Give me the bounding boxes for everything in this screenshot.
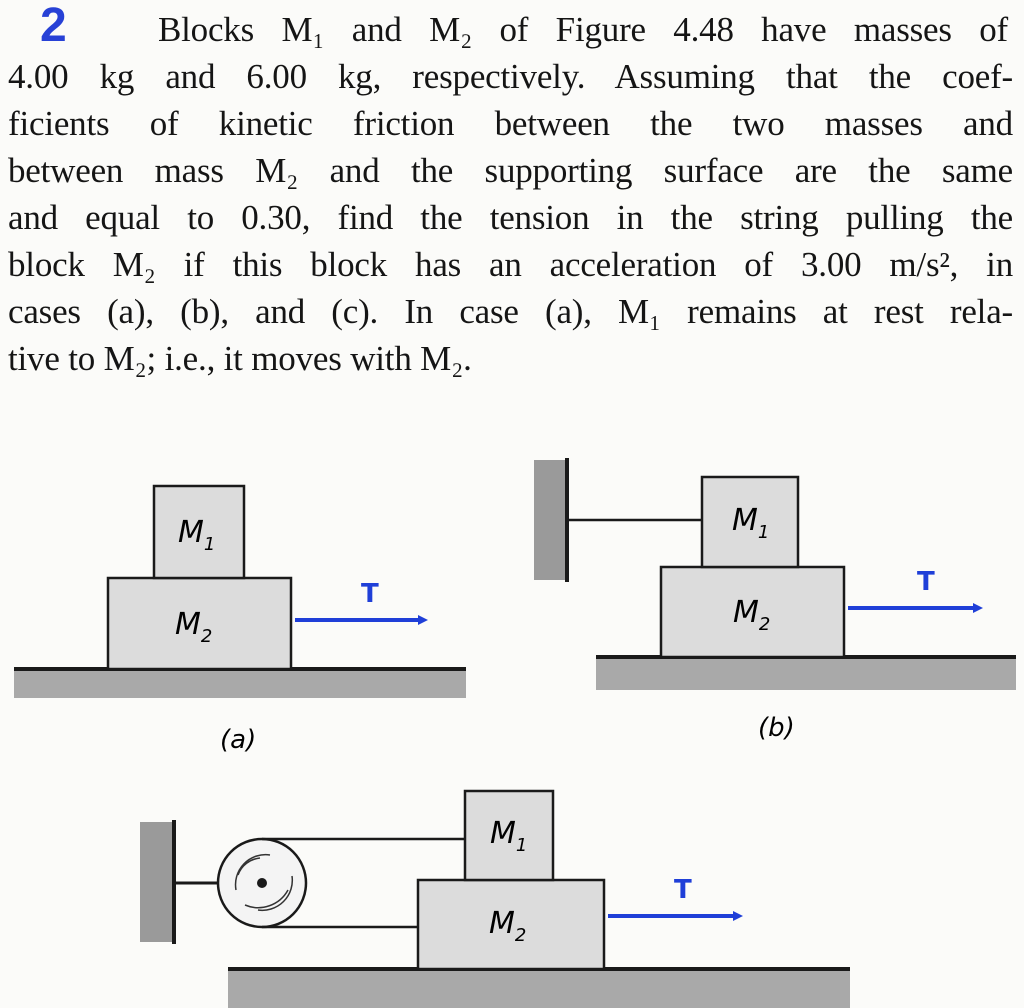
figure-4-48: M1 M2 T (a) M1 M2 T (b) M1 M2 [14,458,1016,1008]
problem-text-line: and equal to 0.30, find the tension in t… [8,198,1013,237]
problem-line-1: 2 Blocks M₁ and M₂ of Figure 4.48 have ma… [8,0,1013,53]
ground-surface [14,670,466,698]
block-m2-label: M2 [175,607,212,647]
case-a-diagram: M1 M2 T (a) [14,484,466,755]
problem-text-line: between mass M₂ and the supporting surfa… [8,151,1013,190]
tension-label: T [361,579,379,609]
ground-surface [596,658,1016,690]
case-b-label: (b) [758,713,795,743]
tension-label: T [674,875,692,905]
wall [534,460,567,580]
wall [140,822,174,942]
pulley-axle [257,878,267,888]
block-m2-label: M2 [733,595,770,635]
block-m2-label: M2 [489,906,526,946]
block-m1 [700,475,800,569]
problem-text-line: block M₂ if this block has an accelerati… [8,245,1013,284]
problem-text-line: Blocks M₁ and M₂ of Figure 4.48 have mas… [158,10,1008,49]
problem-text-line: cases (a), (b), and (c). In case (a), M₁… [8,292,1013,331]
case-a-label: (a) [220,725,256,755]
problem-statement: 2 Blocks M₁ and M₂ of Figure 4.48 have ma… [8,0,1013,382]
tension-label: T [917,567,935,597]
problem-number: 2 [40,0,67,52]
block-m2 [416,878,606,971]
block-m1-label: M1 [490,816,527,856]
ground-surface [228,970,850,1008]
problem-text-line: ficients of kinetic friction between the… [8,104,1013,143]
block-m1-label: M1 [732,503,769,543]
block-m2 [106,576,293,671]
problem-text-line: 4.00 kg and 6.00 kg, respectively. Assum… [8,57,1013,96]
pulley-detail [234,853,294,912]
block-m2 [659,565,846,659]
case-b-diagram: M1 M2 T (b) [534,458,1016,743]
block-m1 [152,484,246,580]
case-c-diagram: M1 M2 T [140,789,850,1008]
block-m1-label: M1 [178,515,215,555]
problem-text-line: tive to M₂; i.e., it moves with M₂. [8,339,472,378]
block-m1 [463,789,555,882]
